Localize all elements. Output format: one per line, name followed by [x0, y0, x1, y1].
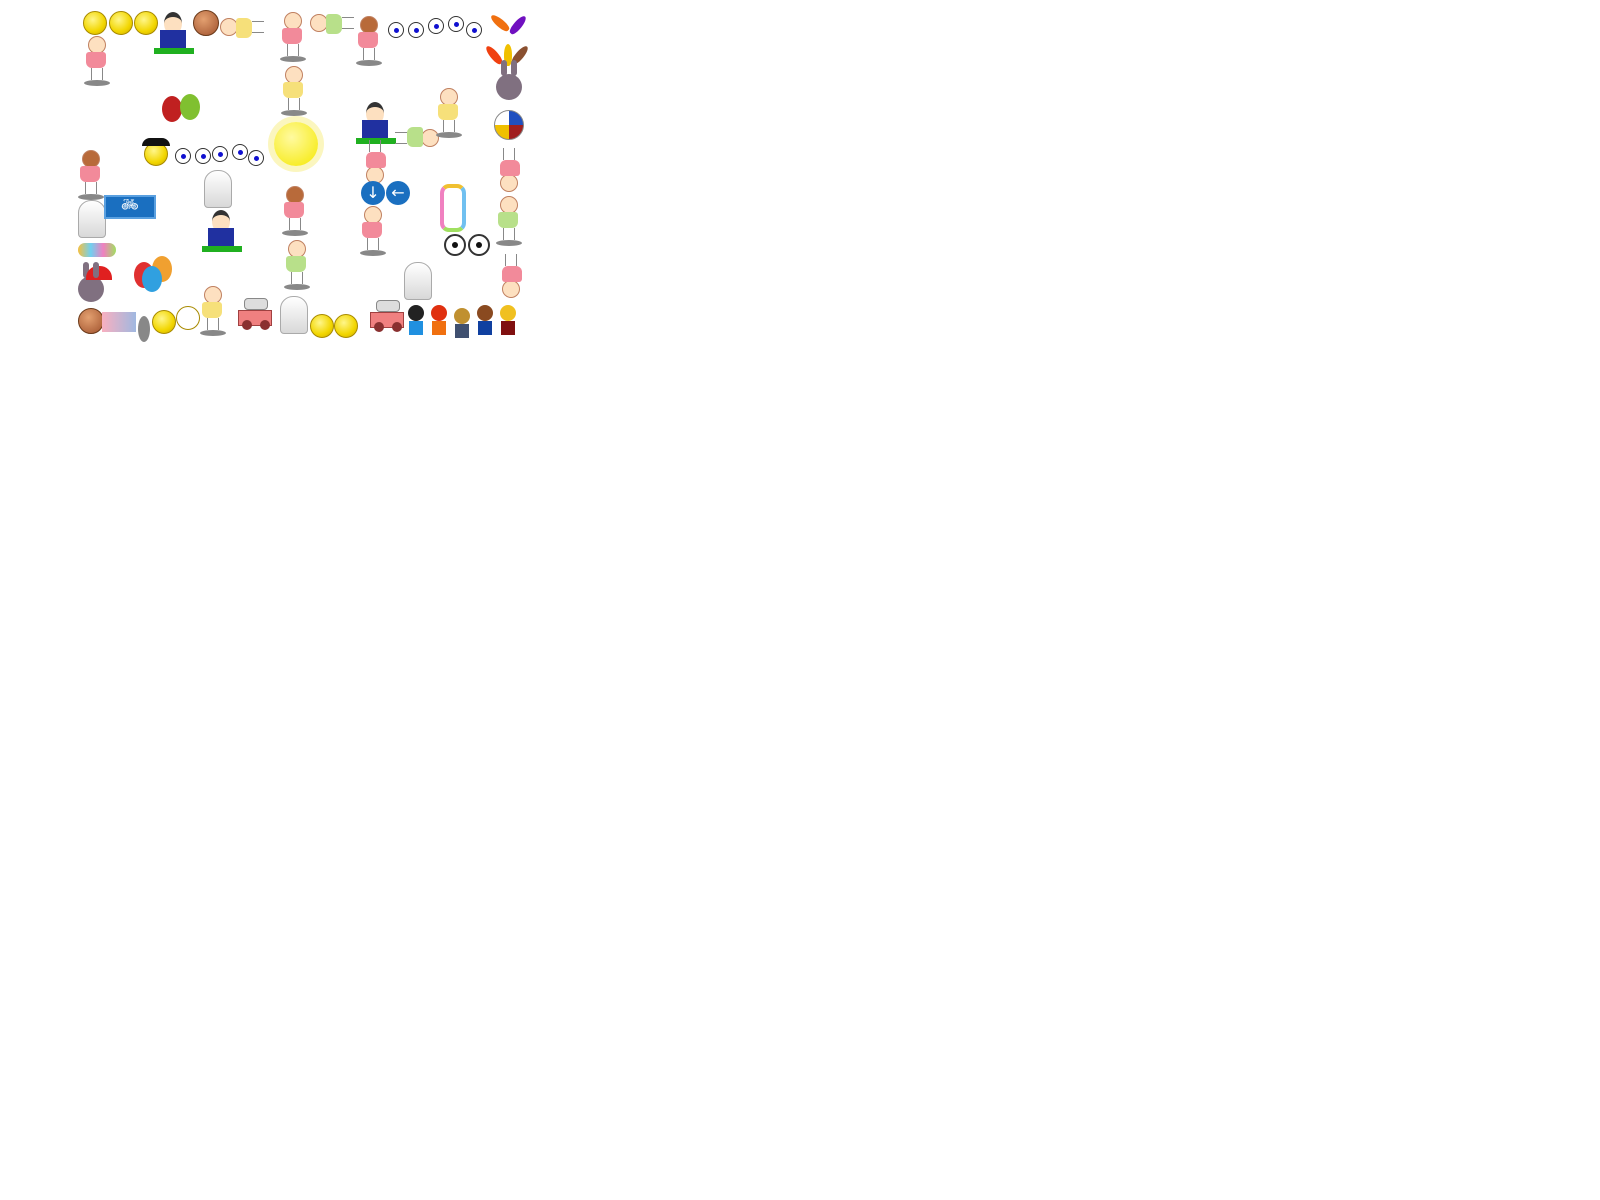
grin-smiley-icon	[83, 11, 107, 35]
sun-icon	[274, 122, 318, 166]
ghost-icon	[404, 262, 432, 300]
girl-icon	[280, 240, 314, 300]
kid-icon	[352, 16, 386, 72]
googly-eye-icon	[468, 234, 490, 256]
shadow-icon	[138, 316, 150, 342]
ghost-icon	[280, 296, 308, 334]
girl-icon	[80, 36, 114, 86]
eye-icon	[388, 22, 404, 38]
balloon-icon	[180, 94, 200, 120]
arrow-down-sign-icon: ↓	[361, 181, 385, 205]
sunglasses-smiley-icon	[134, 11, 158, 35]
ghost-icon	[204, 170, 232, 208]
girl-icon	[492, 196, 526, 246]
girl-upside-down-icon	[492, 142, 526, 192]
santa-hat-icon	[86, 266, 112, 280]
kid-lying-icon	[220, 10, 270, 44]
tongue-smiley-icon	[310, 314, 334, 338]
child-icon	[452, 308, 472, 338]
reading-kid-icon	[202, 210, 242, 258]
googly-eye-icon	[444, 234, 466, 256]
bunny-icon	[496, 60, 522, 100]
eye-icon	[428, 18, 444, 34]
happy-smiley-icon	[334, 314, 358, 338]
girl-upside-down-icon	[358, 140, 392, 184]
bicycle-sign-icon: 🚲︎	[104, 195, 156, 219]
kid-icon	[278, 186, 312, 236]
bowling-pin-icon	[504, 44, 512, 66]
ghost-icon	[78, 200, 106, 238]
carnival-mask-icon	[78, 243, 116, 257]
girl-icon	[276, 12, 310, 66]
eye-icon	[212, 146, 228, 162]
child-icon	[475, 305, 495, 335]
eye-icon	[448, 16, 464, 32]
arrow-left-sign-icon: ←	[386, 181, 410, 205]
laughing-smiley-icon	[176, 306, 200, 330]
girl-icon	[356, 206, 390, 256]
surprised-smiley-icon	[109, 11, 133, 35]
pirate-smiley-icon	[142, 138, 170, 166]
eye-icon	[175, 148, 191, 164]
beach-ball-icon	[494, 110, 524, 140]
santa-cat-icon	[78, 262, 112, 302]
eye-icon	[232, 144, 248, 160]
boy-icon	[196, 286, 230, 336]
monkey-icon	[193, 10, 219, 36]
eye-icon	[466, 22, 482, 38]
balloon-icon	[142, 266, 162, 292]
bowling-pin-icon	[507, 14, 529, 36]
child-icon	[498, 305, 518, 335]
dog-wagon-icon	[360, 300, 406, 334]
reading-kid-icon	[154, 12, 194, 60]
girl-upside-down-icon	[494, 252, 528, 298]
child-icon	[429, 305, 449, 335]
number-eight-icon	[440, 184, 466, 232]
balloon-icon	[162, 96, 182, 122]
bowling-pin-icon	[489, 12, 511, 34]
kid-lying-icon	[102, 312, 136, 332]
eye-icon	[248, 150, 264, 166]
eye-icon	[195, 148, 211, 164]
kid-face-icon	[78, 308, 104, 334]
boy-icon	[277, 66, 311, 116]
pirate-hat-icon	[142, 138, 170, 146]
child-icon	[406, 305, 426, 335]
kid-icon	[74, 150, 108, 200]
pirate-smiley-icon	[152, 310, 176, 334]
reading-kid-icon	[356, 102, 396, 146]
boy-icon	[432, 88, 466, 138]
eye-icon	[408, 22, 424, 38]
dog-wagon-icon	[228, 298, 274, 332]
